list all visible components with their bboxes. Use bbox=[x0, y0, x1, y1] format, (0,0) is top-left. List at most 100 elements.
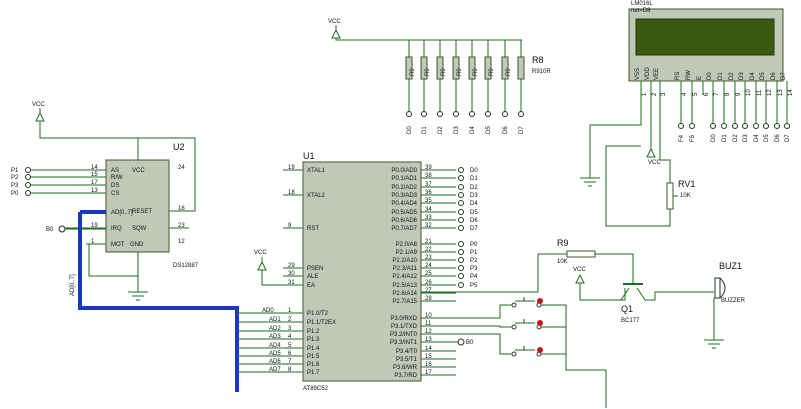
u1-rpinnum-12: 25 bbox=[425, 271, 432, 277]
u1-lpin-2: RST bbox=[307, 226, 319, 232]
u1-lpinnum-13: 8 bbox=[288, 367, 292, 373]
u1-rpinnum-14: 27 bbox=[425, 288, 432, 294]
u1-out-11: P3 bbox=[470, 266, 478, 272]
u2-rpinnum-3: 12 bbox=[178, 239, 185, 245]
lcd-out-0: F4 bbox=[679, 134, 685, 142]
lcd-out-8: D6 bbox=[775, 134, 781, 142]
lcd-pin-0: VSS bbox=[635, 68, 641, 80]
rv1-pot: RV1 10K VCC bbox=[580, 95, 695, 227]
u1-lpin-12: P1.6 bbox=[307, 362, 320, 368]
u1-out-8: P0 bbox=[470, 242, 478, 248]
u1-rpinnum-19: 13 bbox=[425, 337, 432, 343]
u1-rpinnum-21: 15 bbox=[425, 354, 432, 360]
u1-out-5: D5 bbox=[470, 210, 478, 216]
u1-lpinnum-8: 3 bbox=[288, 326, 292, 332]
lcd-out-3: D1 bbox=[722, 134, 728, 142]
r8-out-5: D5 bbox=[486, 126, 492, 134]
lcd-pin-8: D2 bbox=[729, 72, 735, 80]
lcd-pinnum-9: 10 bbox=[746, 89, 752, 96]
lcd-out-9: D7 bbox=[785, 134, 791, 142]
u1-rpin-9: P2.1/A9 bbox=[396, 250, 418, 256]
u1-out-3: D3 bbox=[470, 193, 478, 199]
u1-ad-5: AD5 bbox=[269, 351, 281, 357]
u1-name: U1 bbox=[303, 151, 315, 161]
u1-out-6: D6 bbox=[470, 218, 478, 224]
u2-rpin-3: GND bbox=[130, 242, 144, 248]
u1-ad-6: AD6 bbox=[269, 359, 281, 365]
u1-lpin-3: PSEN bbox=[307, 266, 323, 272]
u1-out-2: D2 bbox=[470, 185, 478, 191]
u1-rpinnum-17: 11 bbox=[425, 321, 432, 327]
r8-label-1: R9 bbox=[425, 68, 431, 76]
lcd-out-4: D2 bbox=[733, 134, 739, 142]
u1-rpin-12: P2.4/A12 bbox=[392, 274, 417, 280]
lcd-pinnum-6: 7 bbox=[714, 92, 720, 96]
lcd-pinnum-3: 4 bbox=[682, 92, 688, 96]
u1-rpinnum-18: 12 bbox=[425, 329, 432, 335]
u1-lpinnum-0: 19 bbox=[288, 165, 295, 171]
u1-rpin-14: P2.6/A14 bbox=[392, 291, 417, 297]
u1-lpin-9: P1.3 bbox=[307, 337, 320, 343]
r8-label-5: R9 bbox=[489, 68, 495, 76]
u1-lpin-6: P1.0/T2 bbox=[307, 311, 329, 317]
u1-rpin-10: P2.2/A10 bbox=[392, 258, 417, 264]
lcd-pinnum-0: 1 bbox=[642, 92, 648, 96]
u2-input-2: P3 bbox=[11, 183, 19, 189]
lcd-pin-11: D5 bbox=[760, 72, 766, 80]
lcd-pin-7: D1 bbox=[718, 72, 724, 80]
lcd-out-5: D3 bbox=[743, 134, 749, 142]
buz-part: BUZZER bbox=[721, 298, 746, 304]
u1-lpinnum-11: 6 bbox=[288, 351, 292, 357]
u2-pin-1: R/W bbox=[111, 175, 123, 181]
u1-out-10: P2 bbox=[470, 258, 478, 264]
u1-lpinnum-4: 30 bbox=[288, 271, 295, 277]
address-bus bbox=[78, 212, 239, 392]
q1-name: Q1 bbox=[621, 304, 633, 314]
u1-out-12: P4 bbox=[470, 274, 478, 280]
lcd-pin-6: D0 bbox=[707, 72, 713, 80]
vcc-label-lcd: VCC bbox=[648, 160, 661, 166]
u1-lpinnum-9: 4 bbox=[288, 334, 292, 340]
u1-ad-1: AD1 bbox=[269, 317, 281, 323]
u2-rpinnum-2: 23 bbox=[178, 223, 185, 229]
lcd-out-7: D5 bbox=[764, 134, 770, 142]
r8-out-2: D2 bbox=[438, 126, 444, 134]
u2-rpin-2: SQW bbox=[132, 226, 147, 232]
r8-label-0: R9 bbox=[410, 68, 416, 76]
u1-lpinnum-5: 31 bbox=[288, 280, 295, 286]
u2-pin-0: AS bbox=[111, 168, 119, 174]
r8-label-3: R9 bbox=[457, 68, 463, 76]
r8-name: R8 bbox=[532, 55, 544, 65]
r9-name: R9 bbox=[557, 238, 569, 248]
u1-lpin-0: XTAL1 bbox=[307, 168, 326, 174]
u2-pin-3: CS bbox=[111, 191, 119, 197]
u2-bus-label: AD[0..7] bbox=[70, 274, 76, 296]
u1-lpin-1: XTAL2 bbox=[307, 193, 326, 199]
u1-lpinnum-10: 5 bbox=[288, 343, 292, 349]
lcd-pinnum-10: 11 bbox=[757, 89, 763, 96]
u1-rpin-19: P3.3/INT1 bbox=[390, 340, 418, 346]
u1-rpin-11: P2.3/A11 bbox=[393, 266, 418, 272]
u1-out-9: P1 bbox=[470, 250, 478, 256]
r8-out-4: D4 bbox=[470, 126, 476, 134]
u2-b0: B0 bbox=[46, 227, 54, 233]
u1-out-13: P5 bbox=[470, 283, 478, 289]
u1-rpinnum-5: 34 bbox=[425, 207, 432, 213]
u2-input-1: P2 bbox=[11, 175, 19, 181]
u2-name: U2 bbox=[173, 142, 185, 152]
r8-label-4: R9 bbox=[473, 68, 479, 76]
u2-input-3: P0 bbox=[11, 191, 19, 197]
r8-out-1: D1 bbox=[422, 126, 428, 134]
lcd-pin-1: VDD bbox=[645, 67, 651, 80]
u1-rpin-23: P3.7/RD bbox=[394, 373, 417, 379]
u1-chip: U1 AT89C52 XTAL119XTAL218RST9PSEN29ALE30… bbox=[237, 151, 478, 392]
r8-label-2: R9 bbox=[441, 68, 447, 76]
lcd-pin-13: D7 bbox=[781, 72, 787, 80]
lcd-pinnum-1: 2 bbox=[652, 92, 658, 96]
r8-res-7 bbox=[517, 56, 525, 80]
u1-rpin-2: P0.2/AD2 bbox=[391, 185, 417, 191]
u1-rpinnum-16: 10 bbox=[425, 313, 432, 319]
r8-value: R910R bbox=[532, 69, 551, 75]
r8-out-6: D6 bbox=[503, 126, 509, 134]
